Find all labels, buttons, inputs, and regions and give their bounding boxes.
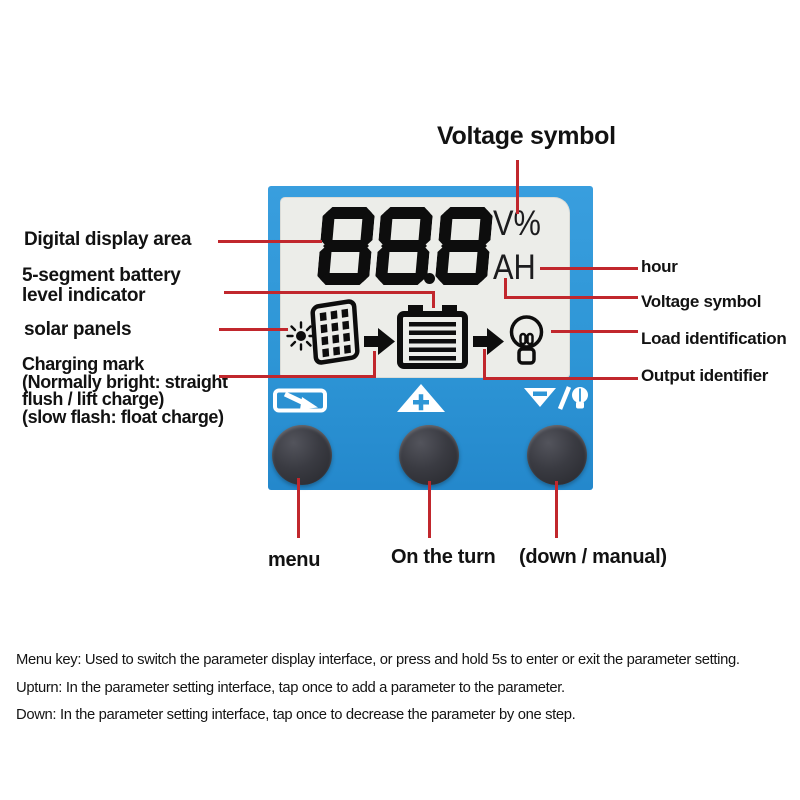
seven-segment-digit [375, 207, 433, 285]
callout-line [555, 481, 558, 538]
label-charging-mark: Charging mark (Normally bright: straight… [22, 354, 228, 427]
decimal-point [424, 273, 435, 284]
callout-line [373, 351, 376, 377]
callout-line [297, 478, 300, 538]
battery-icon [397, 305, 468, 369]
callout-line [516, 160, 519, 214]
triangle-plus-icon [397, 384, 445, 412]
footnote-menu-key: Menu key: Used to switch the parameter d… [16, 652, 740, 668]
callout-line [504, 296, 638, 299]
triangle-minus-bulb-icon [524, 386, 588, 410]
callout-line [224, 291, 435, 294]
arrow-right-icon [364, 328, 395, 355]
label-down-button: (down / manual) [519, 546, 667, 568]
label-menu-button: menu [268, 549, 321, 571]
callout-line [219, 375, 376, 378]
arrow-right-icon [473, 328, 504, 355]
unit-amp-hour: AH [493, 248, 536, 287]
menu-button[interactable] [272, 425, 332, 485]
up-button[interactable] [399, 425, 459, 485]
solar-panel-icon [310, 299, 360, 365]
seven-segment-digit [317, 207, 375, 285]
label-output-identifier: Output identifier [641, 366, 769, 385]
label-digital-display-area: Digital display area [24, 229, 192, 250]
callout-line [551, 330, 638, 333]
callout-line [432, 291, 435, 308]
label-up-button: On the turn [391, 546, 496, 568]
callout-line [540, 267, 638, 270]
label-battery-level-indicator: 5-segment battery level indicator [22, 265, 181, 306]
footnote-upturn: Upturn: In the parameter setting interfa… [16, 680, 565, 696]
lcd-display: V% AH [280, 197, 570, 378]
callout-line [428, 481, 431, 538]
charge-controller-device: V% AH [268, 186, 593, 490]
callout-line [218, 240, 322, 243]
callout-line [219, 328, 288, 331]
label-solar-panels: solar panels [24, 319, 132, 340]
sun-icon [286, 321, 316, 351]
footnote-down: Down: In the parameter setting interface… [16, 707, 576, 723]
label-hour: hour [641, 257, 678, 276]
battery-arrow-icon [273, 388, 327, 413]
callout-line [483, 349, 486, 380]
label-voltage-symbol-top: Voltage symbol [437, 122, 616, 150]
light-bulb-icon [509, 315, 544, 365]
label-load-identification: Load identification [641, 329, 787, 348]
down-button[interactable] [527, 425, 587, 485]
seven-segment-digit [435, 207, 493, 285]
callout-line [504, 278, 507, 299]
label-voltage-symbol-right: Voltage symbol [641, 292, 762, 311]
callout-line [483, 377, 638, 380]
